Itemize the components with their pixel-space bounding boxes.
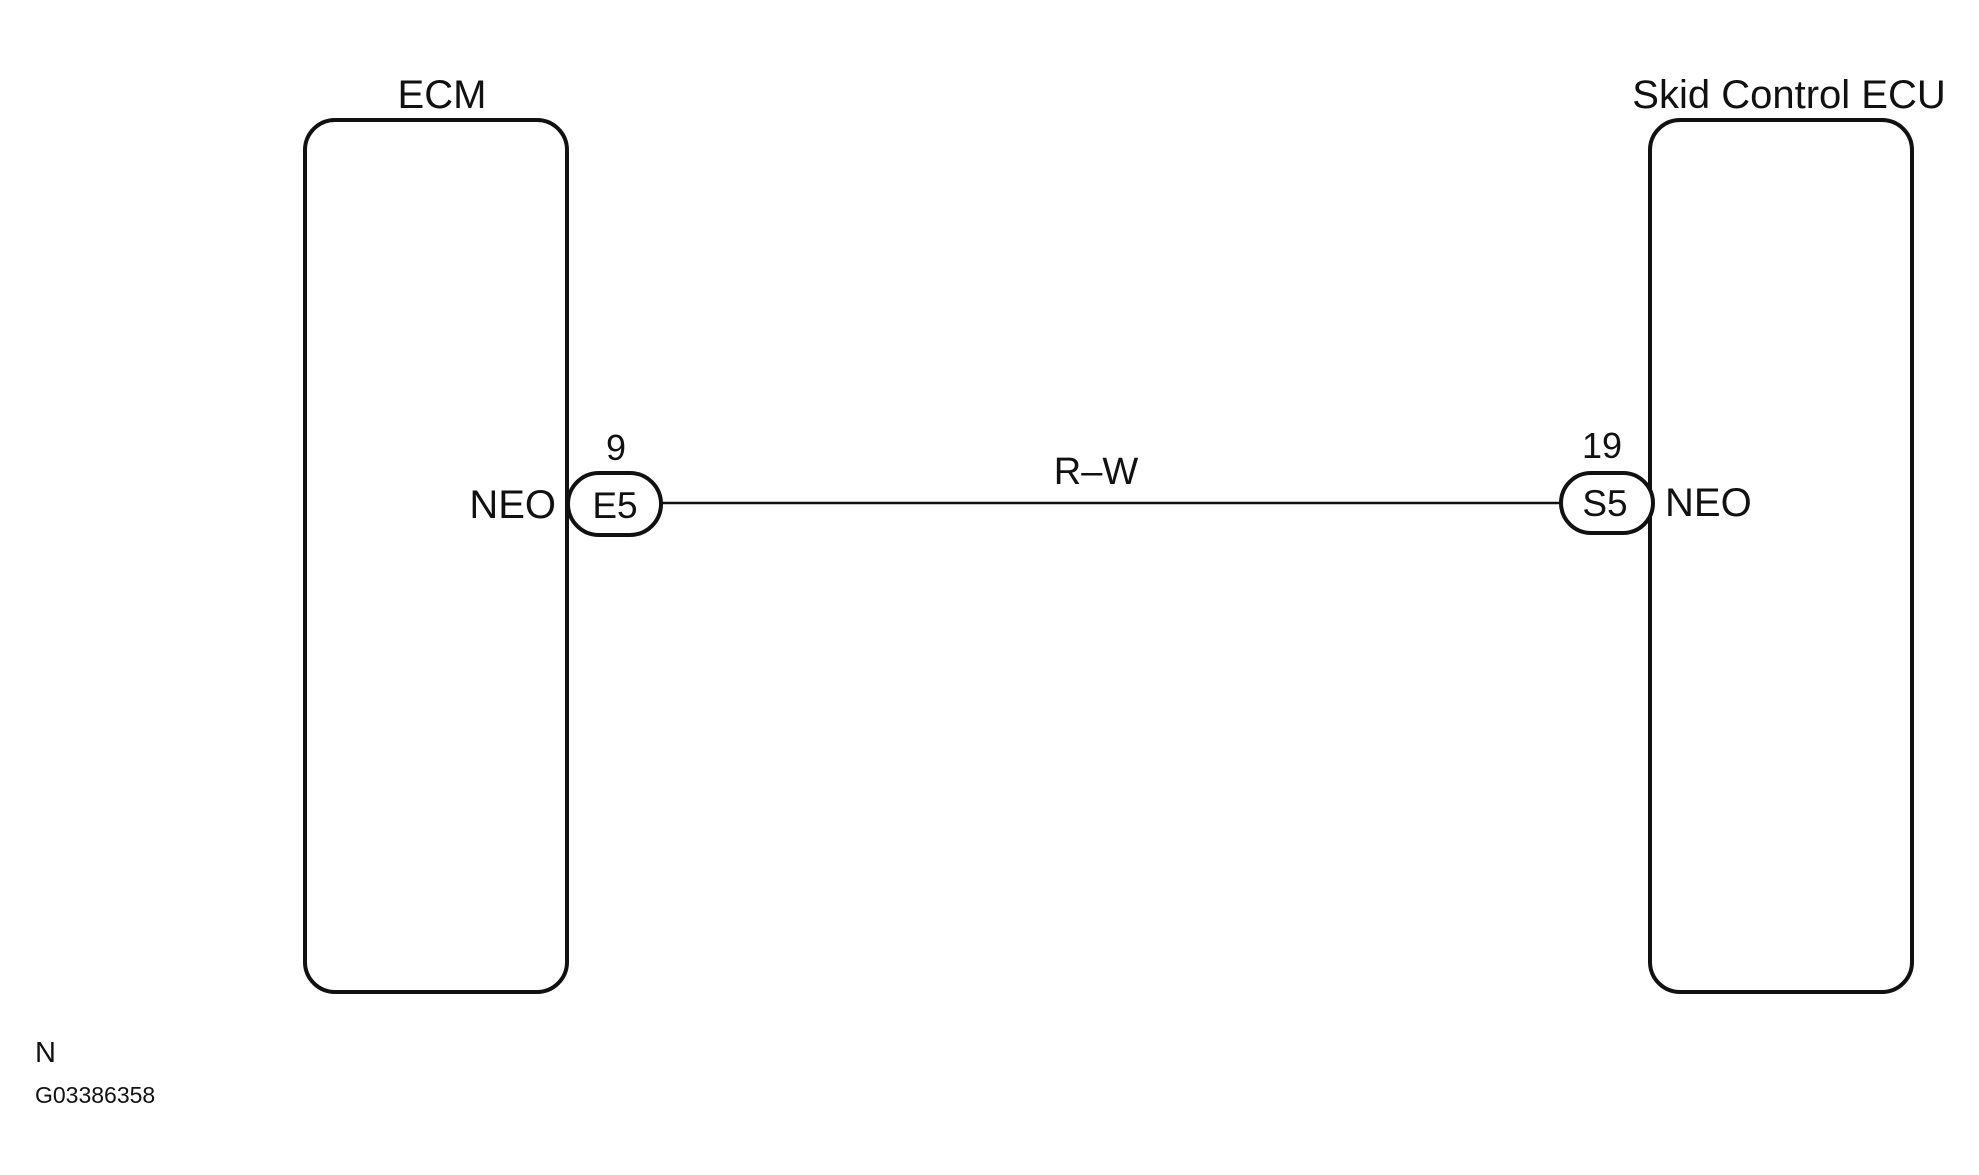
- figure-id: G03386358: [35, 1082, 155, 1108]
- ecm-component: ECM NEO 9 E5: [303, 73, 663, 994]
- footer: N G03386358: [35, 1037, 155, 1108]
- skid-control-ecu-connector: [1559, 471, 1655, 535]
- skid-control-ecu-box: [1648, 118, 1914, 994]
- skid-control-ecu-title: Skid Control ECU: [1632, 73, 1945, 117]
- skid-control-ecu-pin-number: 19: [1582, 425, 1622, 466]
- ecm-box: [303, 118, 569, 994]
- ecm-pin-number: 9: [606, 427, 626, 468]
- ecm-title: ECM: [398, 73, 487, 117]
- skid-control-ecu-component: Skid Control ECU 19 S5 NEO: [1559, 73, 1946, 994]
- ecm-connector-label: E5: [592, 485, 637, 526]
- skid-control-ecu-connector-label: S5: [1582, 483, 1627, 524]
- footer-marker: N: [35, 1037, 56, 1069]
- wire-connection: R–W: [661, 451, 1561, 505]
- skid-control-ecu-signal-label: NEO: [1665, 481, 1752, 525]
- wire-color-code: R–W: [1054, 451, 1139, 493]
- ecm-signal-label: NEO: [469, 483, 556, 527]
